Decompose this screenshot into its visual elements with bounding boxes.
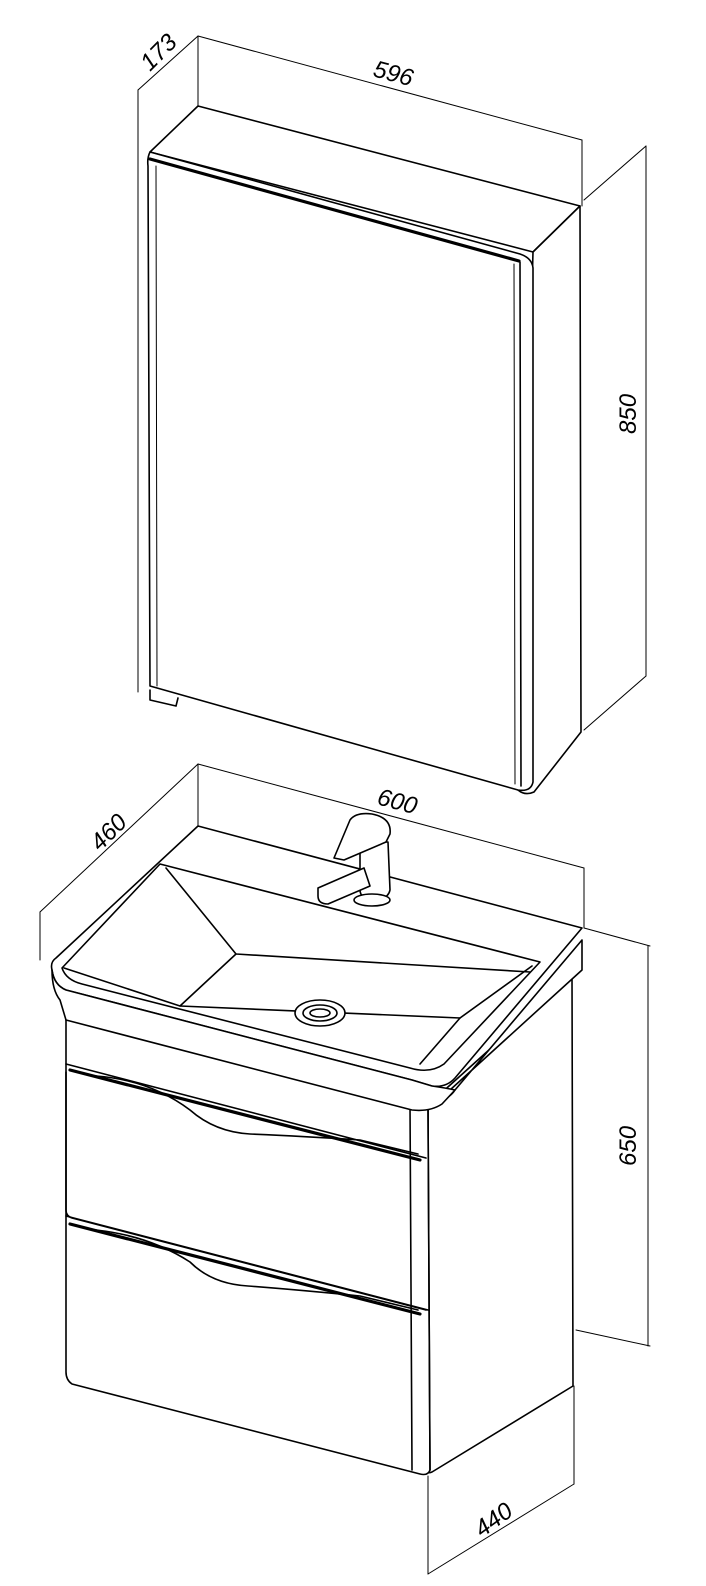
basin-front-edge: [51, 969, 456, 1112]
basin-bowl-right-slope: [419, 1017, 461, 1065]
upper-drawer-top-edge: [68, 1068, 422, 1162]
mirror-door-left-edge: [155, 165, 158, 687]
dim-label-460: 460: [85, 808, 133, 856]
dim-label-850: 850: [615, 393, 642, 434]
mirror-door-top-edge: [148, 157, 521, 263]
dim-label-440: 440: [470, 1497, 519, 1543]
lower-drawer-outline: [65, 1215, 429, 1311]
faucet-lever: [333, 812, 391, 861]
vanity-unit: [50, 812, 583, 1476]
dim-label-650: 650: [615, 1125, 642, 1166]
mirror-cabinet-front: [146, 151, 534, 792]
faucet: [317, 812, 391, 907]
vanity-front-right-edge-2: [427, 1103, 431, 1471]
lower-drawer-handle-groove: [95, 1229, 419, 1311]
basin-bowl-outline: [61, 863, 541, 1072]
mirror-door-right-edge: [519, 261, 522, 787]
faucet-base: [353, 893, 391, 907]
dim-label-173: 173: [135, 28, 183, 76]
drain-icon: [294, 999, 346, 1027]
dim-label-600: 600: [374, 784, 420, 821]
dim-label-596: 596: [370, 56, 416, 93]
upper-drawer-handle-groove: [95, 1075, 419, 1155]
lower-drawer-top-edge: [68, 1222, 422, 1316]
vanity-front-right-edge: [409, 1103, 413, 1471]
mirror-cabinet-foot: [149, 689, 179, 707]
mirror-cabinet: [146, 105, 582, 795]
dimension-lines: [39, 35, 651, 1575]
mirror-door-inner-edge: [513, 263, 516, 785]
faucet-spout: [317, 867, 371, 905]
vanity-front: [65, 1009, 431, 1476]
